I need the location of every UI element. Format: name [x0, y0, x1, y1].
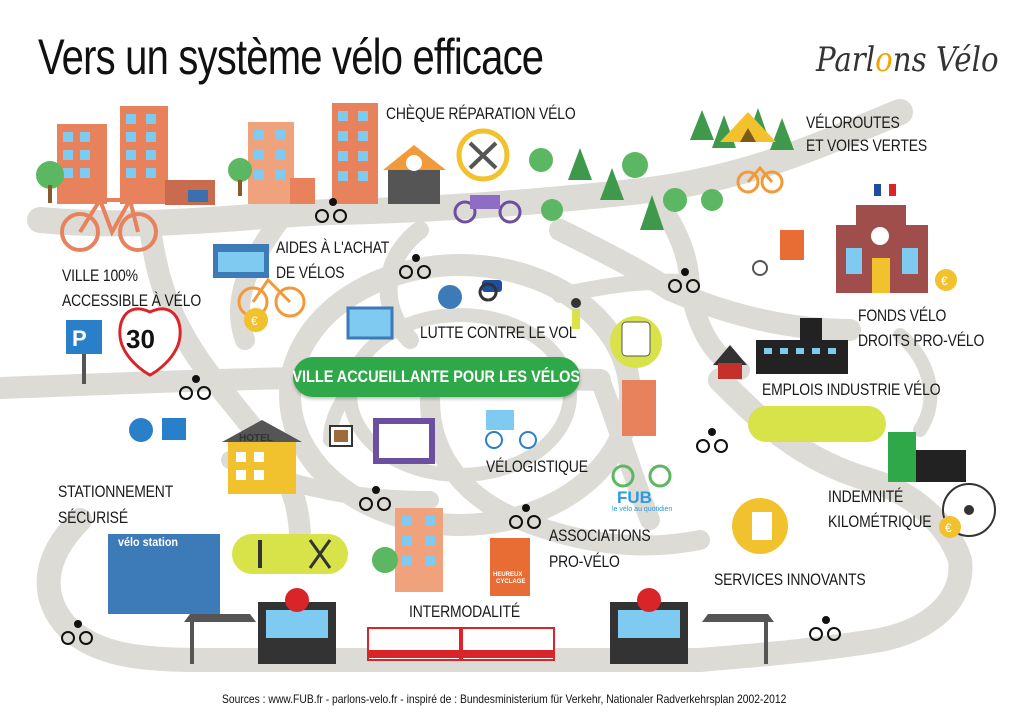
svg-text:€: € [251, 314, 258, 328]
fub-logo-icon [611, 464, 672, 488]
poster-text-1: HEUREUX [493, 572, 523, 578]
veloroute-bike-icon [736, 165, 784, 194]
logo-part-1: Parl [816, 40, 876, 80]
speed-limit-icon [118, 307, 182, 377]
factory-icon [713, 318, 848, 379]
cargo-bike-icon [453, 195, 522, 224]
label-indemnite-2: KILOMÉTRIQUE [828, 512, 932, 531]
label-indemnite-1: INDEMNITÉ [828, 487, 904, 506]
poster-icon [490, 538, 530, 596]
innovative-services-icon [732, 498, 788, 554]
speed-limit-value: 30 [126, 324, 155, 354]
police-icon [438, 285, 462, 309]
sources-footer: Sources : www.FUB.fr - parlons-velo.fr -… [0, 692, 1009, 706]
sources-text: Sources : www.FUB.fr - parlons-velo.fr -… [222, 692, 787, 706]
label-stationnement-2: SÉCURISÉ [58, 508, 128, 527]
big-bike-icon [60, 198, 158, 252]
bike-shelter-right-icon [702, 614, 774, 664]
label-velogistique: VÉLOGISTIQUE [486, 457, 588, 476]
logo-o: o [875, 40, 893, 80]
parking-sign-icon: P [66, 320, 102, 384]
building-associations-icon [372, 508, 443, 592]
building-left-3 [248, 122, 315, 204]
fub-logo-text: FUB [617, 488, 652, 507]
label-aides-1: AIDES À L'ACHAT [276, 238, 390, 257]
lock-icon [478, 280, 502, 302]
label-associations-2: PRO-VÉLO [549, 552, 620, 571]
label-veloroutes-1: VÉLOROUTES [806, 113, 900, 132]
velo-station-title: vélo station [118, 535, 179, 549]
logo-part-2: ns Vélo ! [892, 40, 1009, 80]
train-cars-icon [367, 627, 555, 661]
bike-rack-panel [373, 418, 435, 464]
pump-icon [258, 540, 262, 568]
velo-station-panel [108, 534, 220, 614]
label-ville100-2: ACCESSIBLE À VÉLO [62, 291, 202, 310]
svg-text:P: P [72, 326, 87, 351]
label-fonds-1: FONDS VÉLO [858, 306, 947, 325]
label-lutte-vol: LUTTE CONTRE LE VOL [420, 323, 577, 342]
label-aides-2: DE VÉLOS [276, 263, 345, 282]
wrench-icon [308, 539, 332, 569]
label-services: SERVICES INNOVANTS [714, 570, 866, 589]
svg-text:€: € [945, 521, 952, 535]
building-left-2 [120, 106, 215, 205]
building-left-4 [332, 103, 378, 204]
page-title: Vers un système vélo efficace [38, 29, 544, 85]
building-left-1 [57, 124, 107, 204]
label-intermodalite: INTERMODALITÉ [409, 602, 520, 621]
industry-icons-pill [748, 406, 886, 442]
banner-label: VILLE ACCUEILLANTE POUR LES VÉLOS [292, 367, 581, 386]
building-center-icon [622, 380, 656, 436]
label-fonds-2: DROITS PRO-VÉLO [858, 331, 985, 350]
label-associations-1: ASSOCIATIONS [549, 526, 651, 545]
wheel-icon [942, 483, 996, 537]
logistic-bike-icon [485, 410, 537, 449]
shop-icon [213, 244, 269, 278]
hotel-sign: HOTEL [239, 433, 273, 444]
cyclist-center-icon [571, 298, 581, 329]
label-stationnement-1: STATIONNEMENT [58, 482, 174, 501]
poster-text-2: CYCLAGE [496, 579, 526, 585]
stall-icon [752, 230, 804, 276]
svg-text:€: € [941, 274, 948, 288]
green-factory-icon [888, 432, 966, 482]
shop-small-icon [346, 306, 394, 340]
tent-icon [720, 112, 776, 142]
label-veloroutes-2: ET VOIES VERTES [806, 136, 927, 155]
tree-icons-left [36, 158, 252, 203]
tools-pill [232, 534, 348, 574]
brand-logo: Parlons Vélo ! [816, 40, 1009, 80]
repair-tools-icon [456, 128, 510, 182]
luggage-icon [329, 425, 353, 447]
central-banner: VILLE ACCUEILLANTE POUR LES VÉLOS [293, 357, 580, 397]
label-emplois: EMPLOIS INDUSTRIE VÉLO [762, 380, 941, 399]
fub-logo-subtitle: le vélo au quotidien [612, 506, 673, 513]
cyclist-icons [61, 198, 841, 645]
train-icon [610, 316, 662, 368]
station-right-icon [610, 588, 688, 664]
label-cheque-reparation: CHÈQUE RÉPARATION VÉLO [386, 104, 576, 123]
euro-coin-icon: € [935, 269, 957, 291]
workshop-icon [383, 145, 446, 204]
euro-coin-3-icon: € [244, 308, 268, 332]
hotel-icon [222, 420, 302, 494]
bike-shelter-left-icon [184, 614, 256, 664]
label-ville100-1: VILLE 100% [62, 266, 138, 285]
euro-coin-2-icon: € [939, 516, 961, 538]
road-signs-icon [129, 418, 186, 442]
town-hall-icon [836, 184, 928, 293]
station-left-icon [258, 588, 336, 664]
